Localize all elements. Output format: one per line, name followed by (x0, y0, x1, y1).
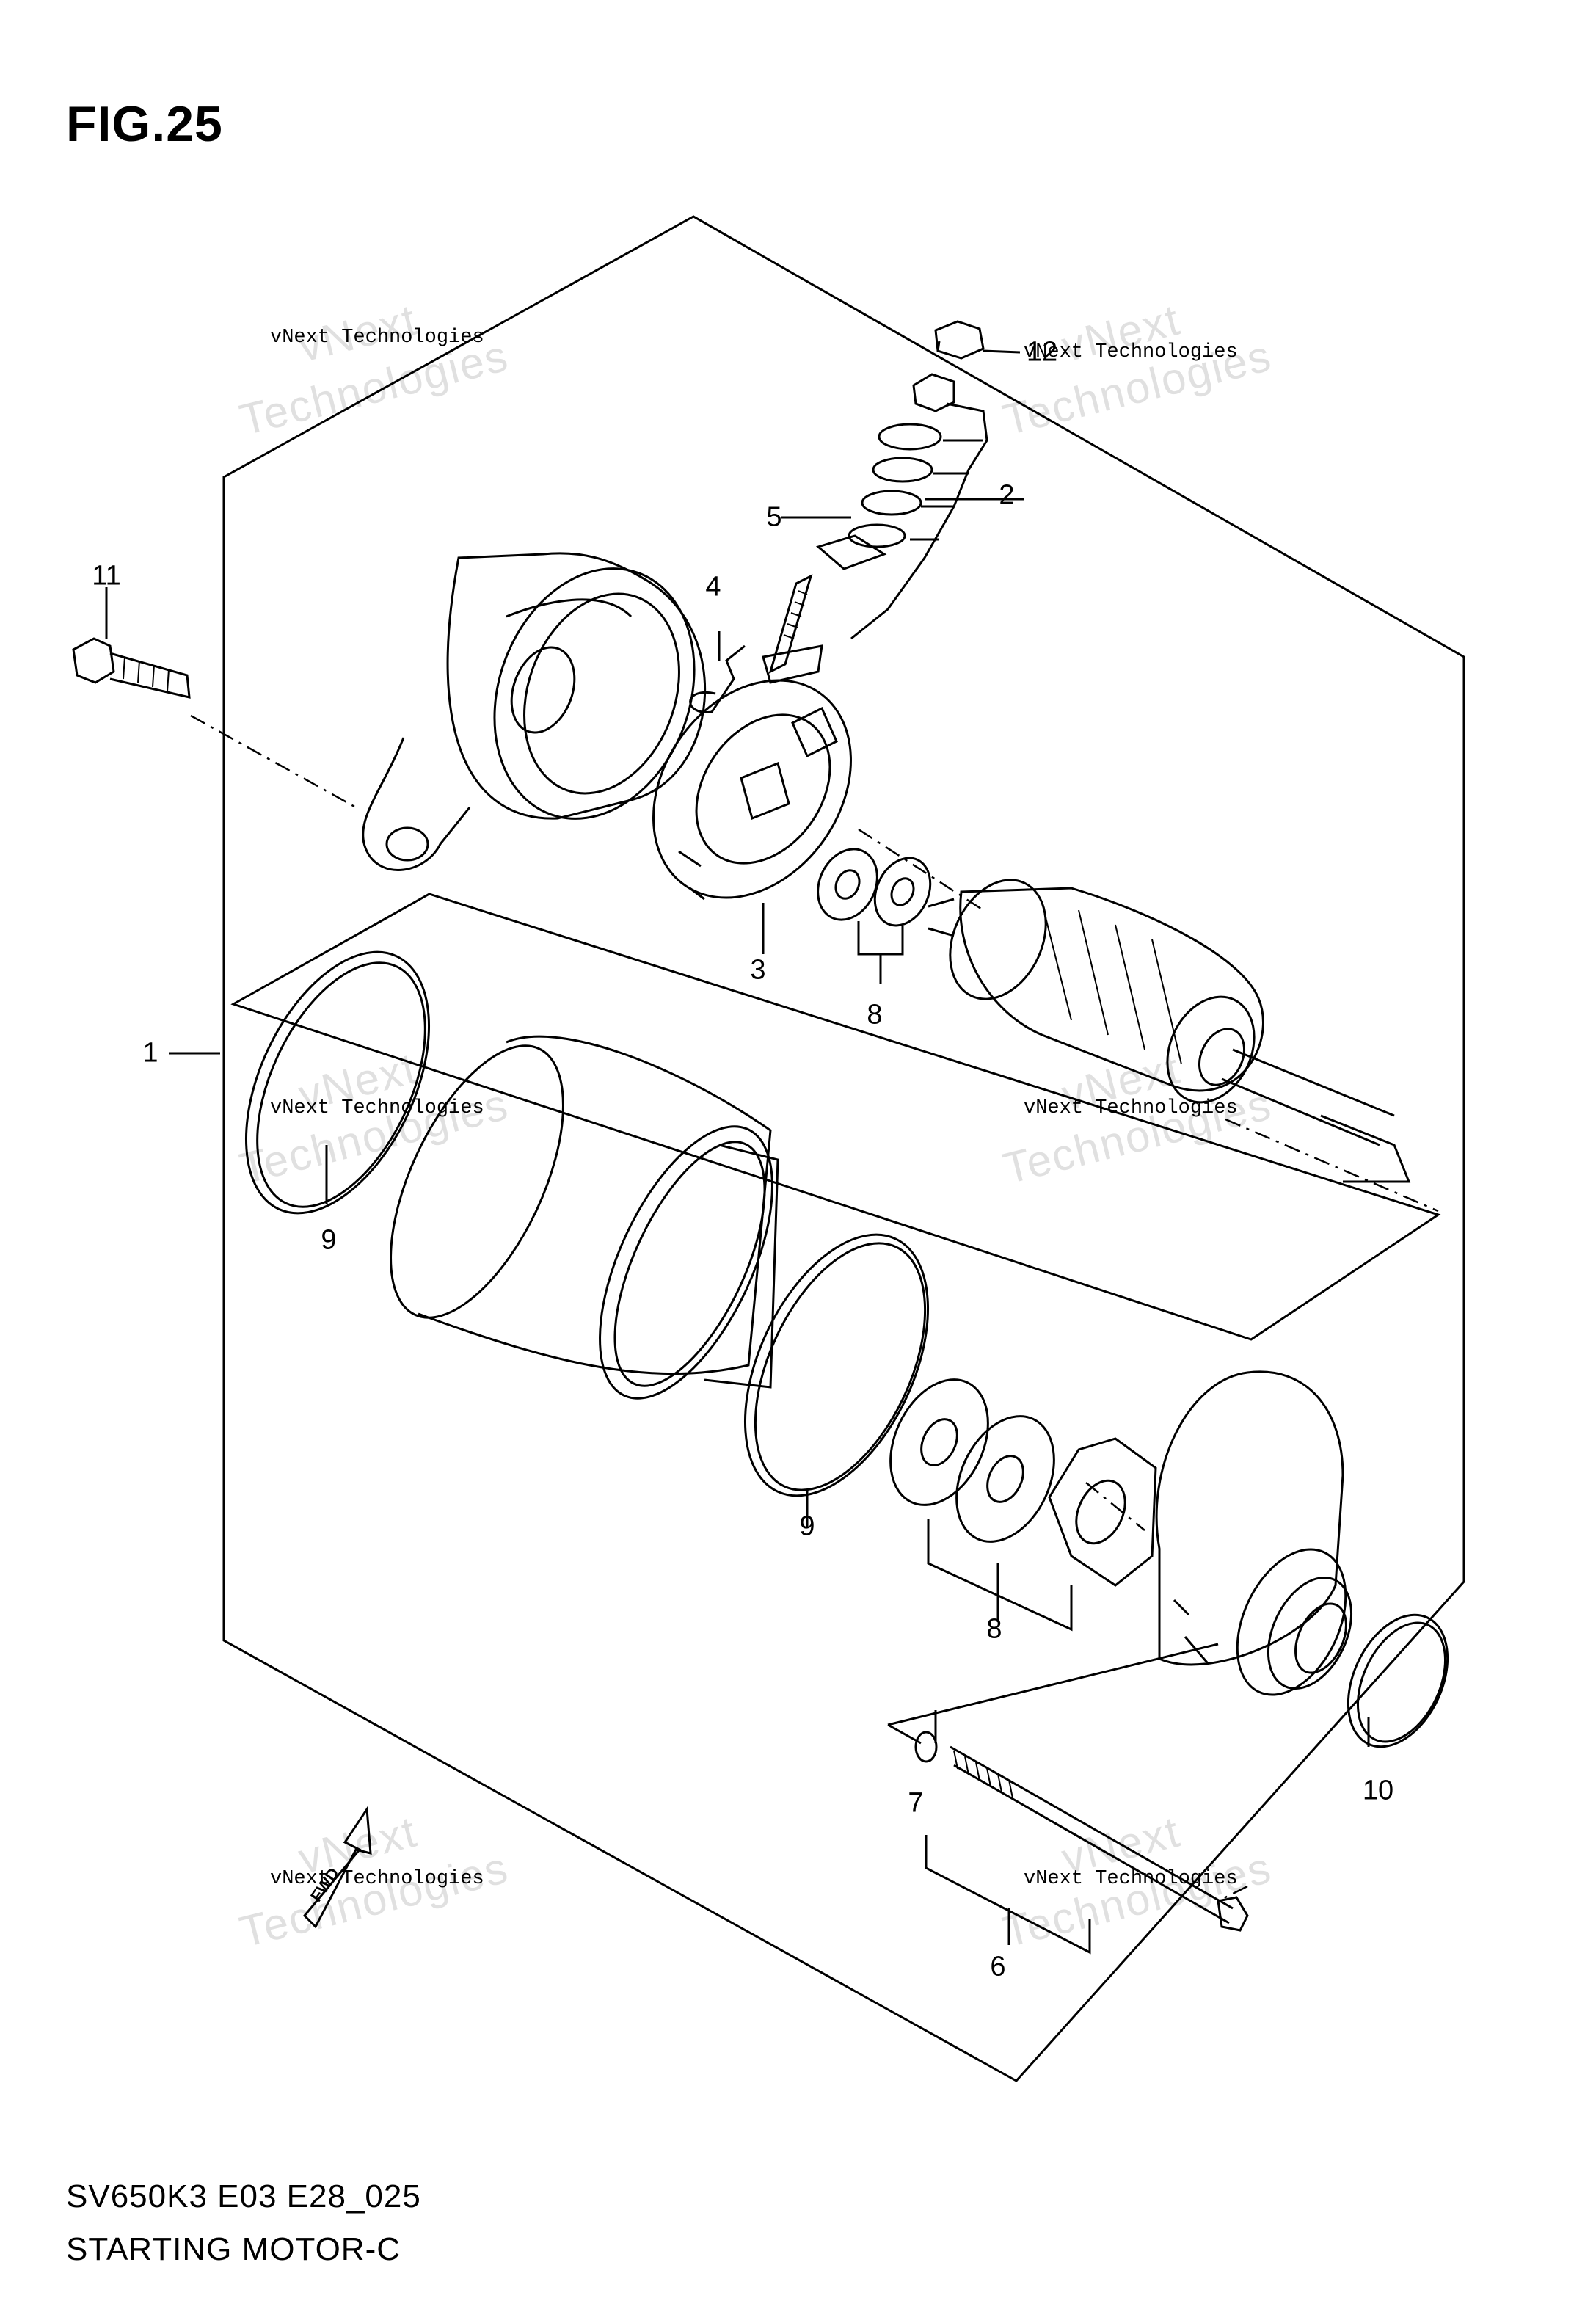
o-ring-upper (244, 950, 431, 1215)
terminal-bolt (768, 574, 813, 674)
o-ring-lower (743, 1233, 930, 1497)
callout-6: 6 (990, 1951, 1006, 1982)
diagram-title: STARTING MOTOR-C (66, 2231, 401, 2267)
callout-5: 5 (766, 501, 782, 533)
figure-label: FIG.25 (66, 96, 223, 152)
callout-9-upper: 9 (321, 1224, 337, 1256)
callout-9-lower: 9 (799, 1511, 815, 1542)
nut-2 (912, 373, 955, 412)
callout-7: 7 (908, 1787, 924, 1819)
watermark-text: vNext Technologies (1024, 1868, 1238, 1890)
callout-8-lower: 8 (986, 1613, 1002, 1645)
brush-spring (689, 644, 746, 713)
front-cover (1155, 1370, 1353, 1696)
bolt-11 (72, 637, 191, 699)
model-code: SV650K3 E03 E28_025 (66, 2178, 421, 2214)
end-cover-frame (887, 1643, 1219, 1726)
armature (928, 879, 1411, 1183)
rear-housing (362, 552, 707, 871)
watermark-text: vNext Technologies (270, 327, 484, 349)
yoke-housing (390, 1035, 779, 1400)
callout-12: 12 (1026, 336, 1058, 368)
watermark-text: vNext Technologies (1024, 1097, 1238, 1119)
watermark-text: vNext Technologies (270, 1868, 484, 1890)
lock-plate (1048, 1437, 1157, 1587)
callout-1: 1 (142, 1037, 158, 1069)
callout-2: 2 (999, 479, 1015, 511)
callout-8-upper: 8 (867, 999, 883, 1030)
nut-12 (934, 320, 985, 360)
watermark-text: vNext Technologies (1024, 341, 1238, 363)
watermark-text: vNext Technologies (270, 1097, 484, 1119)
callout-10: 10 (1362, 1775, 1394, 1806)
callout-11: 11 (92, 560, 121, 592)
callout-3: 3 (750, 954, 766, 986)
armature-frame (230, 893, 1441, 1341)
fwd-arrow (302, 1806, 372, 1929)
brush-plate (652, 679, 852, 901)
callout-4: 4 (705, 571, 721, 603)
through-bolt (950, 1745, 1234, 1924)
assembly-frame (222, 215, 1465, 2082)
washer-7 (914, 1731, 938, 1763)
